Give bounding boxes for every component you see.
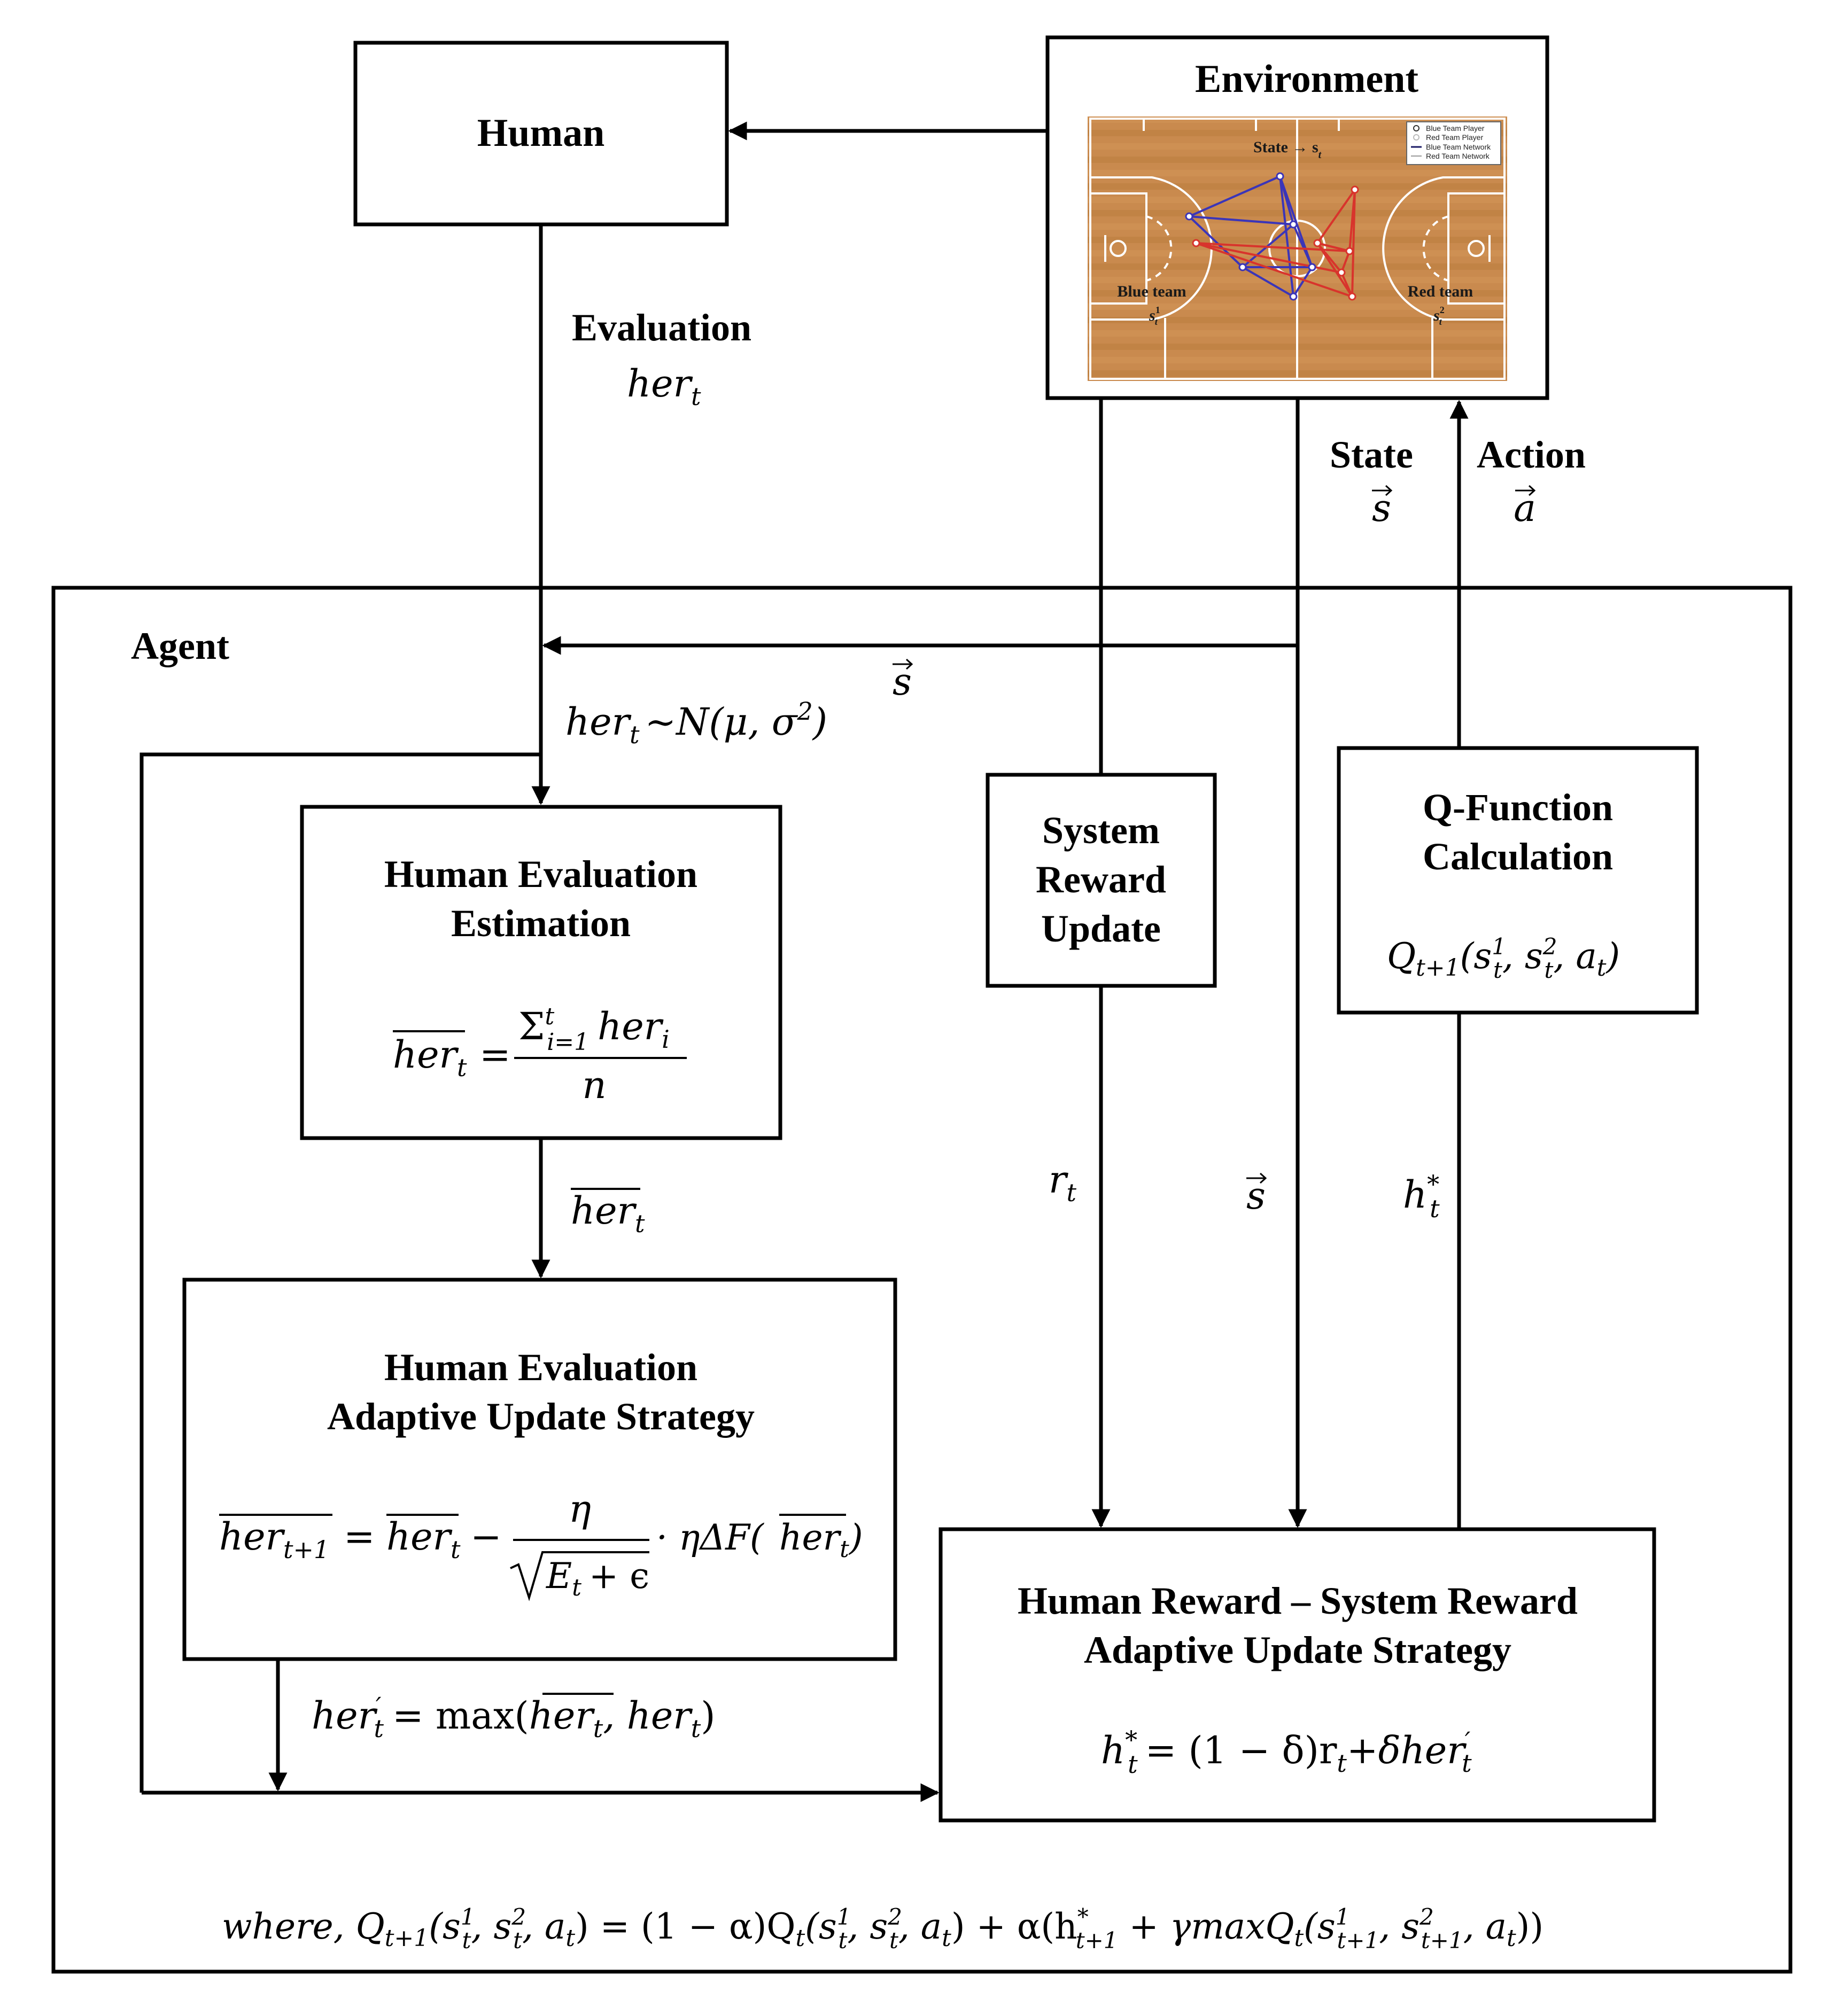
agent-title: Agent	[131, 625, 229, 667]
reward-strategy-formula: h*t= (1 − δ)rt+δher′t	[1101, 1725, 1472, 1779]
legend-red-network: Red Team Network	[1426, 152, 1490, 160]
label-her-prime: her′t= max(hert, hert)	[312, 1692, 716, 1743]
label-action-vec: a	[1514, 485, 1536, 530]
svg-text:Et+ ϵ: Et+ ϵ	[546, 1555, 649, 1601]
q-function-box	[1337, 746, 1699, 1015]
svg-text:hert: hert	[571, 1189, 645, 1238]
label-state-vec: s	[1372, 485, 1393, 530]
blue-player-marker	[1289, 292, 1298, 301]
reward-strategy-title-line1: Human Reward – System Reward	[1018, 1579, 1578, 1622]
court-state-label: State → st	[1253, 138, 1322, 161]
red-player-marker	[1345, 247, 1354, 255]
environment-title: Environment	[1195, 57, 1418, 101]
adaptive-title-line1: Human Evaluation	[384, 1346, 697, 1389]
blue-player-marker	[1289, 220, 1298, 229]
label-distribution: hert~N(μ, σ2)	[565, 697, 827, 749]
legend-red-player: Red Team Player	[1426, 133, 1483, 142]
system-reward-line3: Update	[1041, 907, 1161, 950]
blue-player-marker	[1238, 263, 1247, 271]
label-state: State	[1330, 433, 1413, 476]
estimation-box	[300, 805, 782, 1140]
svg-text:=: =	[479, 1033, 511, 1077]
label-r-t: rt	[1049, 1158, 1076, 1207]
system-reward-box	[986, 773, 1217, 988]
label-s-vec: s	[1246, 1172, 1267, 1218]
red-player-marker	[1348, 292, 1356, 301]
svg-text:=: =	[344, 1515, 375, 1559]
system-reward-line2: Reward	[1036, 858, 1166, 901]
estimation-title-line1: Human Evaluation	[384, 853, 697, 896]
q-function-line1: Q-Function	[1423, 786, 1613, 829]
blue-player-marker	[1276, 172, 1284, 181]
red-player-marker	[1313, 239, 1322, 247]
label-evaluation: Evaluation	[572, 306, 751, 349]
human-box	[353, 41, 729, 227]
red-player-marker	[1192, 239, 1200, 247]
svg-text:n: n	[582, 1063, 606, 1107]
blue-player-marker	[1185, 212, 1193, 221]
reward-strategy-title-line2: Adaptive Update Strategy	[1084, 1629, 1511, 1671]
court-red-team-label: Red team	[1408, 283, 1473, 300]
svg-text:hert): hert)	[779, 1517, 863, 1563]
q-function-line2: Calculation	[1423, 835, 1613, 878]
adaptive-box	[182, 1278, 897, 1661]
svg-text:−: −	[470, 1515, 502, 1559]
adaptive-formula: hert+1 = hert − η Et+ ϵ · ηΔF( hert)	[219, 1487, 863, 1601]
estimation-title-line2: Estimation	[451, 902, 631, 945]
legend-blue-network: Blue Team Network	[1426, 143, 1491, 151]
system-reward-line1: System	[1042, 809, 1160, 852]
svg-text:hert: hert	[393, 1033, 467, 1082]
legend-blue-player: Blue Team Player	[1426, 124, 1485, 133]
reward-strategy-box	[938, 1527, 1656, 1823]
svg-text:η: η	[569, 1487, 591, 1531]
label-action: Action	[1477, 433, 1586, 476]
svg-text:hert: hert	[386, 1515, 461, 1564]
label-evaluation-var: hert	[627, 362, 701, 411]
human-title: Human	[477, 111, 605, 155]
red-player-marker	[1337, 268, 1346, 277]
svg-text:hert+1: hert+1	[219, 1515, 329, 1564]
svg-text:· ηΔF(: · ηΔF(	[656, 1517, 764, 1558]
red-player-marker	[1351, 185, 1359, 194]
label-h-star: h*t	[1403, 1170, 1440, 1223]
blue-player-marker	[1308, 263, 1316, 271]
basketball-court: Blue Team Player Red Team Player Blue Te…	[1088, 116, 1507, 381]
line-feedback-loop	[139, 752, 541, 1793]
label-agent-state-vec: s	[893, 658, 913, 704]
adaptive-title-line2: Adaptive Update Strategy	[327, 1395, 755, 1438]
label-her-bar: hert	[571, 1188, 645, 1238]
svg-text:her′t= max(hert, hert): her′t= max(hert, hert)	[312, 1692, 716, 1743]
court-blue-team-label: Blue team	[1117, 283, 1186, 300]
